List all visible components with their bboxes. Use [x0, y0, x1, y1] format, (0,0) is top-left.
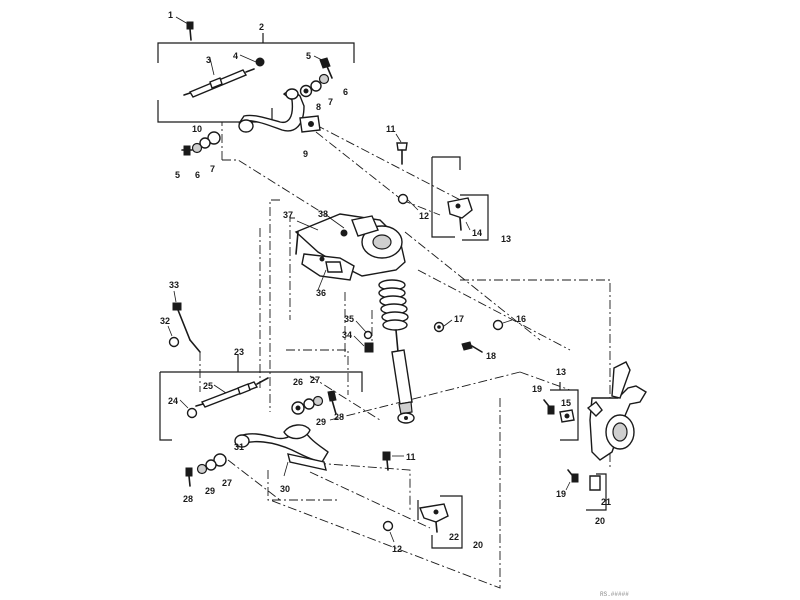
- steering-knuckle-assembly: [586, 361, 647, 491]
- bracket-item-13-lower: [550, 389, 579, 441]
- callout-27-upper: 27: [310, 375, 320, 385]
- callout-15: 15: [561, 398, 571, 408]
- callout-1: 1: [168, 10, 173, 20]
- callout-28-upper: 28: [334, 412, 344, 422]
- upper-pivot-shaft-item-3: [183, 57, 255, 98]
- bolt-item-33: [172, 290, 201, 353]
- bracket-item-13-upper: [431, 157, 455, 238]
- upper-control-arm-group: [175, 16, 473, 231]
- callout-38: 38: [318, 209, 328, 219]
- callout-10: 10: [192, 124, 202, 134]
- shock-absorber: [391, 329, 415, 424]
- callout-32: 32: [160, 316, 170, 326]
- callout-6-upper: 6: [343, 87, 348, 97]
- callout-7-upper: 7: [328, 97, 333, 107]
- nut-item-12-lower: [382, 520, 395, 543]
- callout-21: 21: [601, 497, 611, 507]
- hardware-stack-lower-right: [291, 390, 337, 415]
- callout-12-upper: 12: [419, 211, 429, 221]
- callout-6-lower: 6: [195, 170, 200, 180]
- callout-19-lower: 19: [556, 489, 566, 499]
- callout-8: 8: [316, 102, 321, 112]
- callout-9: 9: [303, 149, 308, 159]
- callout-4: 4: [233, 51, 238, 61]
- callout-28-lower: 28: [183, 494, 193, 504]
- callout-29-lower: 29: [205, 486, 215, 496]
- callout-2: 2: [259, 22, 264, 32]
- callout-16: 16: [516, 314, 526, 324]
- callout-23: 23: [234, 347, 244, 357]
- nut-item-24: [179, 399, 198, 419]
- callout-34: 34: [342, 330, 352, 340]
- bracket-upper-arm-lower: [157, 100, 273, 123]
- bolt-item-11-lower: [382, 451, 404, 471]
- callout-27-lower: 27: [222, 478, 232, 488]
- callout-33: 33: [169, 280, 179, 290]
- callout-22: 22: [449, 532, 459, 542]
- coil-spring: [378, 279, 409, 331]
- callout-12-lower: 12: [392, 544, 402, 554]
- hardware-items-15-19: [543, 399, 579, 491]
- callout-7-lower: 7: [210, 164, 215, 174]
- nut-item-4: [239, 54, 265, 67]
- callout-11-upper: 11: [386, 124, 396, 134]
- callout-25: 25: [203, 381, 213, 391]
- callout-13-upper: 13: [501, 234, 511, 244]
- callout-14: 14: [472, 228, 482, 238]
- hardware-stack-upper-right: [299, 55, 333, 98]
- callout-19-upper: 19: [532, 384, 542, 394]
- hardware-stack-lower-left: [185, 453, 227, 487]
- callout-18: 18: [486, 351, 496, 361]
- callout-20-right: 20: [595, 516, 605, 526]
- bolt-item-1: [175, 16, 194, 41]
- hardware-stack-upper-left: [181, 131, 221, 156]
- bracket-item-23: [159, 371, 363, 441]
- bracket-item-13-upper-right: [432, 156, 489, 241]
- callout-35: 35: [344, 314, 354, 324]
- nut-item-12-upper: [397, 193, 419, 211]
- callout-37: 37: [283, 210, 293, 220]
- nut-item-32: [167, 325, 180, 348]
- callout-5-upper: 5: [306, 51, 311, 61]
- callout-26: 26: [293, 377, 303, 387]
- callout-labels: 1 2 3 4 5 6 7 8 9 10 5 6 7 11 12 13 14 3…: [160, 10, 629, 598]
- callout-36: 36: [316, 288, 326, 298]
- lower-pivot-shaft-item-25: [195, 377, 269, 408]
- hardware-items-16-17-18: [433, 319, 513, 353]
- figure-reference: RS.#####: [600, 591, 629, 598]
- bracket-item-21-20: [586, 473, 607, 511]
- callout-5-lower: 5: [175, 170, 180, 180]
- upper-ball-joint-item-14: [447, 197, 473, 231]
- bracket-item-2: [157, 42, 355, 63]
- callout-31: 31: [234, 442, 244, 452]
- hardware-items-34-35: [353, 320, 374, 353]
- callout-3: 3: [206, 55, 211, 65]
- group-brackets: [157, 33, 607, 549]
- frame-spring-tower-assembly: [294, 213, 406, 291]
- bolt-item-11-upper: [395, 133, 408, 165]
- callout-24: 24: [168, 396, 178, 406]
- bracket-item-22-20: [417, 495, 463, 549]
- lower-control-arm-item-30: [234, 424, 329, 477]
- callout-13-lower: 13: [556, 367, 566, 377]
- upper-control-arm-item-9: [238, 88, 321, 133]
- lower-ball-joint-item-22: [419, 503, 449, 533]
- assembly-leader-lines: [199, 121, 611, 589]
- callout-17: 17: [454, 314, 464, 324]
- lower-control-arm-group: [167, 290, 449, 543]
- callout-11-lower: 11: [406, 452, 416, 462]
- callout-29-upper: 29: [316, 417, 326, 427]
- callout-20-lower: 20: [473, 540, 483, 550]
- callout-30: 30: [280, 484, 290, 494]
